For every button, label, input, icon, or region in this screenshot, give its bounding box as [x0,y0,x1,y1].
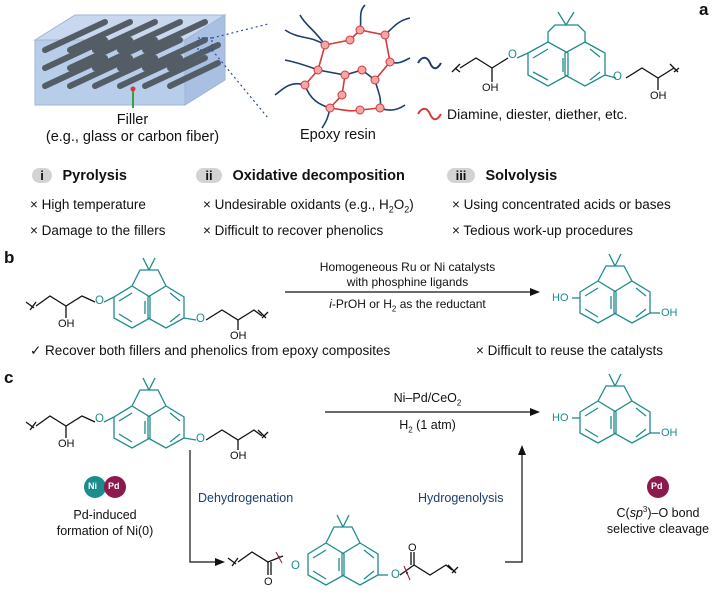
red-wave-icon [417,107,442,121]
o-atom-b-2: O [196,313,205,325]
oh-label-1: OH [482,82,499,94]
cond-b-line3: i-PrOH or H2 as the reductant [329,297,486,314]
epoxy-resin-label: Epoxy resin [300,127,376,143]
filler-title: Filler [116,112,149,128]
ho-b: HO [552,292,569,304]
solvolysis-item-2: × Tedious work-up procedures [452,223,633,238]
composite-block-icon [33,14,269,119]
pro-text-b: ✓ Recover both fillers and phenolics fro… [30,343,391,358]
con-text-b: × Difficult to reuse the catalysts [476,343,663,358]
method-oxidative: ii Oxidative decomposition [196,167,405,185]
method-pyrolysis: i Pyrolysis [32,167,127,185]
numeral-i-badge: i [32,168,52,183]
pyrolysis-item-2: × Damage to the fillers [30,223,166,238]
bpa-polymer-structure-c [25,377,269,450]
bond-cleavage-1: C(sp3)–O bond [616,505,700,521]
pd-badge-icon [104,476,126,498]
o-atom-c-2: O [196,433,205,445]
solvolysis-title: Solvolysis [485,168,558,184]
pd-badge-icon-right [647,476,669,498]
navy-wave-icon [417,56,442,70]
solvolysis-item-1: × Using concentrated acids or bases [452,197,671,212]
oh-c-1: OH [58,438,75,450]
panel-c-graphics [25,373,669,586]
pyrolysis-item-1: × High temperature [30,197,146,212]
bpa-polymer-structure-b [25,257,269,330]
bpa-unit-structure-a [451,11,680,90]
pd-badge-text: Pd [108,481,120,491]
o-atom-b-1: O [95,295,104,307]
oh-label-2: OH [650,90,667,102]
bpa-product-structure-c [572,373,660,444]
o-atom-label-2: O [613,71,622,83]
oh-b-2: OH [230,330,247,342]
pd-badge-text-right: Pd [651,481,663,491]
cat-c: Ni–Pd/CeO2 [393,391,462,408]
method-solvolysis: iii Solvolysis [447,167,557,185]
filler-subtitle: (e.g., glass or carbon fiber) [45,129,220,145]
ketone-o-1: O [264,576,273,588]
cond-b-line1: Homogeneous Ru or Ni catalysts [319,260,496,274]
o-atom-ketone-2: O [391,569,400,581]
hydrogenolysis-label: Hydrogenolysis [418,491,504,505]
oh-c-2: OH [230,450,247,462]
oxidative-item-1: × Undesirable oxidants (e.g., H2O2) [203,197,414,215]
cond-b-line2: with phosphine ligands [346,275,469,289]
h2-c: H2 (1 atm) [399,418,456,435]
oxidative-item-2: × Difficult to recover phenolics [203,223,384,238]
oh-b-1: OH [58,318,75,330]
ni-badge-text: Ni [88,481,97,491]
panel-a-label: a [699,0,709,19]
numeral-ii-badge: ii [196,168,222,183]
numeral-iii-badge: iii [447,168,475,183]
ketone-intermediate-structure [227,514,459,586]
panel-b-label: b [4,248,15,267]
ni-badge-icon [84,476,106,498]
panel-a-graphics [33,4,680,129]
panel-c-label: c [4,368,14,387]
bpa-product-structure-b [572,253,660,324]
panel-b-graphics [25,253,660,330]
o-atom-c-1: O [95,413,104,425]
oh-c-product: OH [661,427,678,439]
pd-induced-2: formation of Ni(0) [56,524,154,538]
epoxy-network-icon [274,4,411,129]
ketone-o-2: O [408,542,417,554]
dehydrogenation-label: Dehydrogenation [198,491,294,505]
o-atom-label-1: O [508,49,517,61]
o-atom-ketone-1: O [291,560,300,572]
ho-c: HO [552,412,569,424]
legend-text: Diamine, diester, diether, etc. [447,106,628,122]
oh-b-product: OH [661,307,678,319]
oxidative-title: Oxidative decomposition [232,168,405,184]
bond-cleavage-2: selective cleavage [606,522,710,536]
pyrolysis-title: Pyrolysis [62,168,127,184]
pd-induced-1: Pd-induced [73,508,137,522]
